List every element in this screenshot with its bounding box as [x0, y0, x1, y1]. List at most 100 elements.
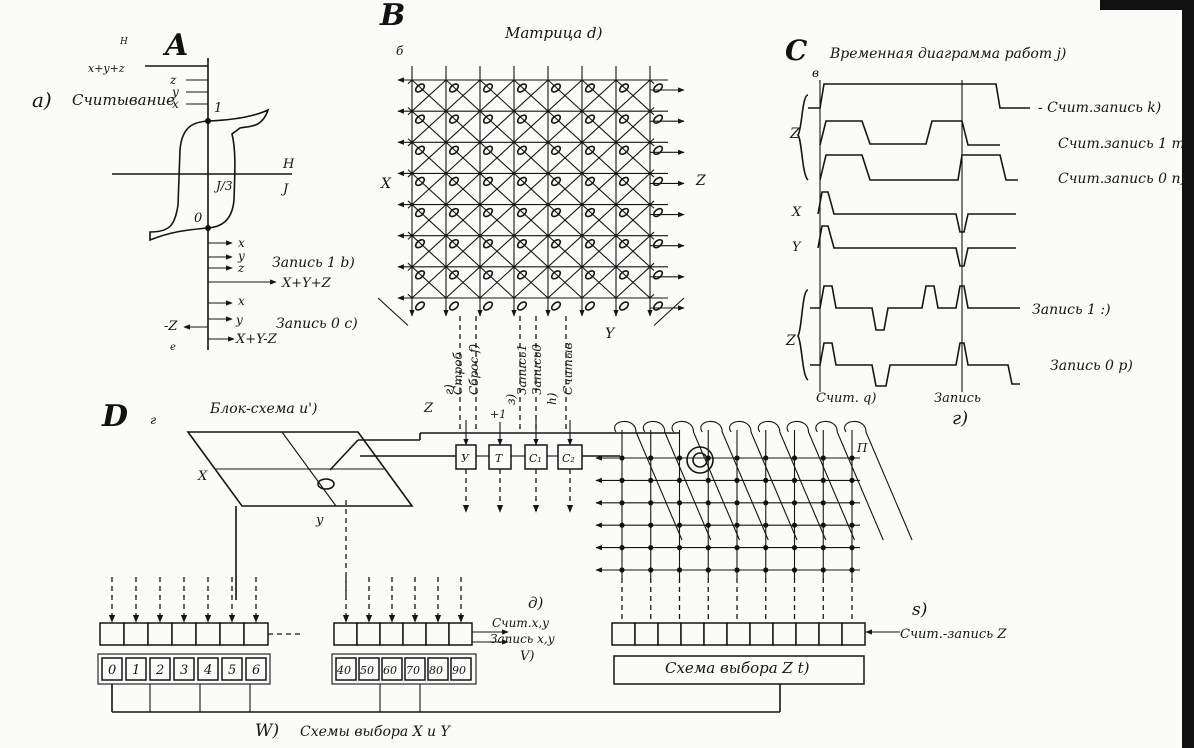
matrix-core — [618, 176, 630, 187]
ctrl-write1: Запись1 — [515, 344, 529, 395]
zmatrix-node — [676, 522, 683, 528]
matrix-core — [618, 301, 630, 311]
matrix-core — [516, 176, 528, 187]
x-register-cell — [99, 622, 125, 646]
zmatrix-node — [763, 455, 769, 461]
wave-m-label: Счит.запись 1 m) — [1058, 136, 1190, 152]
timing-g-mark: г) — [952, 408, 968, 429]
zmatrix-loop — [815, 420, 884, 541]
z-register-cell — [795, 622, 820, 646]
zmatrix-node — [676, 455, 683, 461]
ctrl-strobe: Строб — [451, 352, 465, 395]
x-digit-cell — [245, 657, 267, 681]
zmatrix-node — [820, 500, 826, 506]
panel-b-letter: B — [379, 0, 405, 33]
write1-label: Запись 1 b) — [272, 255, 355, 271]
sel-mark-d: д) — [528, 594, 544, 612]
hysteresis-loop — [149, 108, 270, 242]
matrix-core — [584, 238, 596, 249]
zmatrix-node — [705, 545, 711, 551]
zmatrix-node — [734, 455, 740, 461]
x-digit-label: 5 — [228, 663, 236, 678]
zmatrix-node — [648, 455, 654, 461]
zmatrix-node — [619, 545, 625, 551]
tick-x: x — [172, 97, 179, 111]
zmatrix-node — [619, 477, 625, 483]
panel-d-mark: г — [150, 413, 156, 427]
wave-write1-label: Запись 1 :) — [1032, 302, 1111, 318]
matrix-core — [550, 301, 562, 311]
y-digit-label: 90 — [452, 664, 466, 677]
x-register-cell — [243, 622, 269, 646]
wave-x — [817, 191, 1016, 233]
zmatrix-loop — [786, 420, 856, 541]
z-core — [686, 446, 714, 474]
matrix-diag — [513, 79, 655, 209]
x-digit-label: 4 — [203, 663, 212, 678]
y-register-cell — [379, 622, 404, 646]
wave-write0-label: Запись 0 p) — [1050, 358, 1133, 374]
x-digit-cell — [101, 657, 123, 681]
axis-h-label: H — [282, 157, 295, 172]
matrix-core — [414, 83, 426, 93]
zmatrix-node — [734, 477, 740, 483]
zmatrix-node — [791, 477, 798, 483]
zmatrix-node — [734, 500, 740, 506]
zmatrix-node — [648, 545, 654, 551]
matrix-core — [482, 83, 494, 93]
matrix-diag — [407, 138, 583, 299]
matrix-core — [550, 145, 562, 156]
matrix-core — [516, 301, 528, 311]
matrix-diag — [547, 200, 655, 299]
panel-c-timing: C Временная диаграмма работ j) в - Счит.… — [785, 34, 1190, 429]
matrix-core — [516, 270, 528, 280]
zmatrix-node — [849, 567, 855, 573]
matrix-core — [584, 270, 596, 280]
scan-edge — [1182, 0, 1194, 748]
matrix-diag — [407, 107, 617, 299]
matrix-core — [584, 176, 596, 187]
plane-y: y — [315, 513, 324, 528]
ctrl-read: Считыв — [561, 342, 575, 395]
read-write-z: Счит.-запись Z — [900, 627, 1007, 642]
timing-b-mark: в — [812, 66, 819, 80]
matrix-core — [482, 176, 494, 187]
x-digit-cell — [125, 657, 147, 681]
box-c1-label: C₁ — [529, 452, 542, 465]
x-register-cell — [171, 622, 197, 646]
matrix-core — [448, 176, 460, 187]
matrix-core — [482, 207, 494, 218]
zmatrix-node — [676, 545, 683, 551]
matrix-diag — [407, 79, 617, 271]
zmatrix-node — [820, 567, 826, 573]
zmatrix-node — [849, 522, 855, 528]
zmatrix-node — [791, 455, 798, 461]
read-time-label: Счит. q) — [816, 391, 876, 406]
matrix-core — [652, 176, 664, 187]
matrix-core — [652, 238, 664, 249]
z-register-cell — [749, 622, 774, 646]
brace-2-bottom: Z — [785, 333, 796, 349]
wave-x-label: X — [791, 205, 802, 220]
zmatrix-node — [820, 455, 826, 461]
matrix-core — [482, 114, 494, 124]
y-digit-frame — [331, 653, 477, 685]
zmatrix-node — [849, 455, 855, 461]
zmatrix-node — [676, 567, 683, 573]
zmatrix-node — [648, 567, 654, 573]
z-matrix — [595, 420, 913, 620]
x-digit-frame — [97, 653, 271, 685]
zmatrix-node — [648, 500, 654, 506]
wave-write1 — [810, 285, 1020, 331]
matrix-diag — [411, 79, 651, 299]
matrix-core — [550, 176, 562, 187]
panel-c-letter: C — [785, 34, 808, 67]
matrix-core — [618, 114, 630, 124]
matrix-core — [414, 301, 426, 311]
zmatrix-node — [676, 500, 683, 506]
panel-d-block: D г Блок-схема u') X y Z У Т C₁ C₂ +1 П — [97, 399, 1007, 741]
zmatrix-node — [734, 567, 740, 573]
matrix-core — [414, 270, 426, 280]
zmatrix-node — [763, 477, 769, 483]
